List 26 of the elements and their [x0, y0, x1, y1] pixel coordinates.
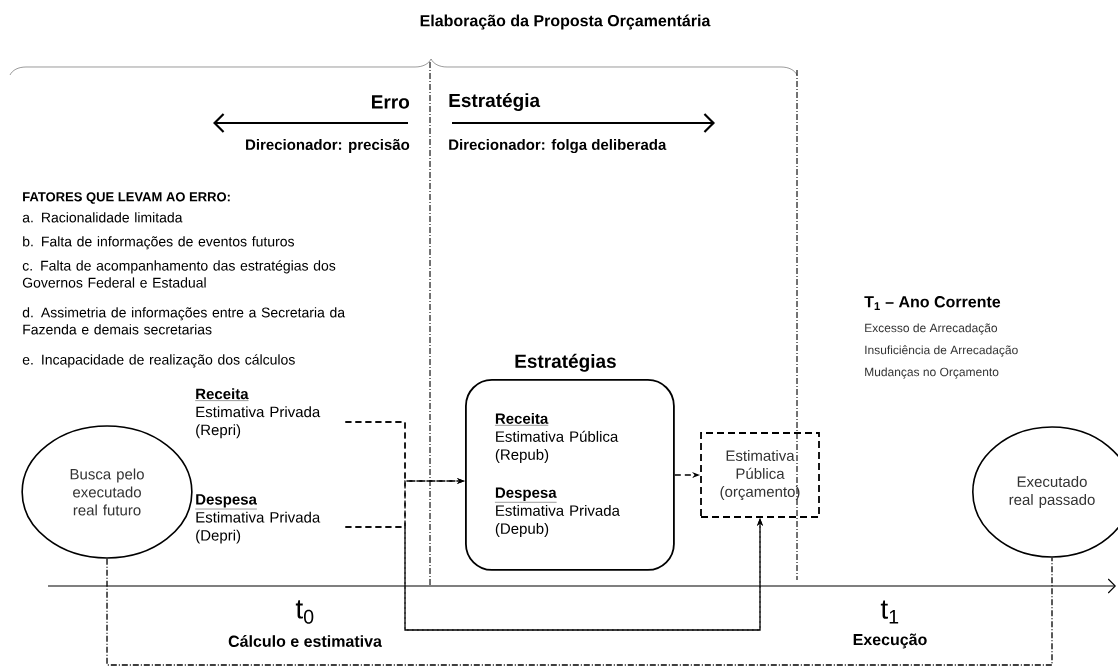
phase-item: Excesso de Arrecadação: [865, 323, 998, 335]
rounded-box: Receita Estimativa Pública (Repub) Despesa Estimativa Privada (Depub): [465, 379, 675, 571]
list-item: b. Falta de informações de eventos futuros: [23, 236, 295, 250]
ellipse-node: Busca pelo executado real futuro: [21, 425, 193, 559]
list-item: c. Falta de acompanhamento das estratégias dos Governos Federal e Estadual: [22, 260, 336, 288]
driver-text: Direcionador: precisão: [246, 139, 410, 153]
list-item: a. Racionalidade limitada: [22, 212, 183, 223]
connector: [106, 557, 1053, 666]
phase-item: Mudanças no Orçamento: [865, 367, 999, 379]
estimate-text: Despesa Estimativa Privada (Depri): [195, 494, 321, 544]
list-item: e. Incapacidade de realização dos cálculos: [22, 354, 295, 368]
title: Elaboração da Proposta Orçamentária: [420, 14, 711, 30]
list-heading: FATORES QUE LEVAM AO ERRO:: [23, 192, 230, 204]
time-label: t$_{1}$: [880, 600, 899, 624]
heading-text: Erro: [372, 95, 410, 109]
phase-item: Insuficiência de Arrecadação: [865, 345, 1018, 357]
time-label: t$_{0}$: [295, 600, 314, 624]
dashed-box: Estimativa Pública (orçamento): [700, 432, 820, 518]
phase-heading: T$_{1}$ – Ano Corrente: [864, 296, 1001, 310]
driver-text: Direcionador: folga deliberada: [449, 138, 667, 153]
estimate-text: Receita Estimativa Privada (Repri): [195, 388, 321, 439]
box-heading: Estratégias: [515, 353, 616, 372]
heading-text: Estratégia: [449, 93, 541, 111]
phase-label: Cálculo e estimativa: [228, 635, 382, 647]
phase-label: Execução: [853, 633, 927, 649]
list-item: d. Assimetria de informações entre a Secretaria da Fazenda e demais secretarias: [22, 307, 346, 335]
